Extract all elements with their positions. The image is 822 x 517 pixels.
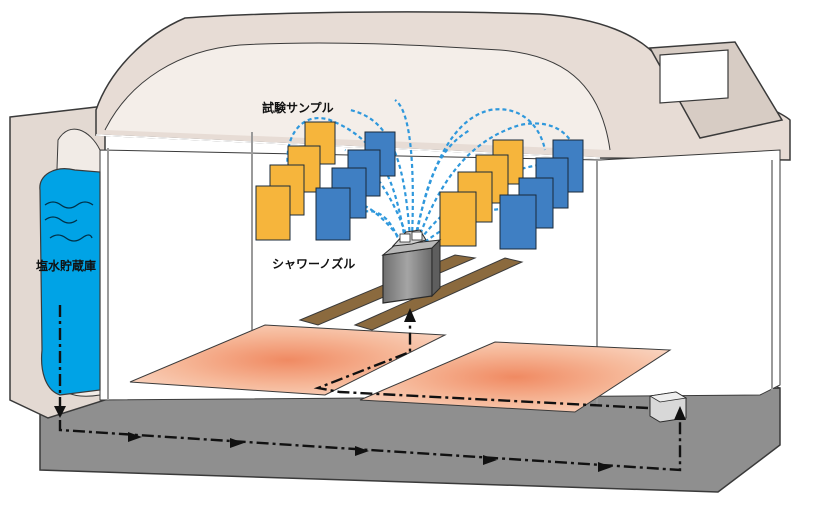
control-panel bbox=[648, 41, 784, 139]
heater-pad-right bbox=[359, 341, 672, 413]
sample-panel bbox=[499, 194, 537, 250]
arrow-icon bbox=[128, 432, 142, 442]
arrow-icon bbox=[230, 438, 244, 448]
shower-nozzle-label: シャワーノズル bbox=[272, 256, 355, 271]
sample-panel bbox=[315, 187, 351, 241]
salt-water-tank-label: 塩水貯蔵庫 bbox=[36, 258, 96, 273]
chamber-lid bbox=[95, 11, 791, 161]
flow-path bbox=[58, 305, 682, 472]
arrow-icon bbox=[598, 462, 612, 472]
flow-arrows bbox=[54, 308, 686, 472]
arrow-icon bbox=[355, 446, 369, 456]
heater-pads bbox=[129, 324, 672, 413]
sample-panel bbox=[255, 185, 291, 241]
test-samples bbox=[255, 121, 584, 250]
heater-pad-left bbox=[129, 324, 447, 396]
arrow-icon bbox=[483, 455, 497, 465]
salt-water-tank: 塩水貯蔵庫 bbox=[36, 168, 101, 396]
arrow-icon bbox=[674, 406, 686, 420]
sample-panel bbox=[439, 191, 477, 247]
shower-nozzle bbox=[381, 229, 442, 304]
arrow-icon bbox=[54, 406, 66, 418]
wave-icon bbox=[44, 201, 94, 242]
arrow-icon bbox=[404, 308, 416, 322]
test-samples-label: 試験サンプル bbox=[262, 100, 334, 115]
